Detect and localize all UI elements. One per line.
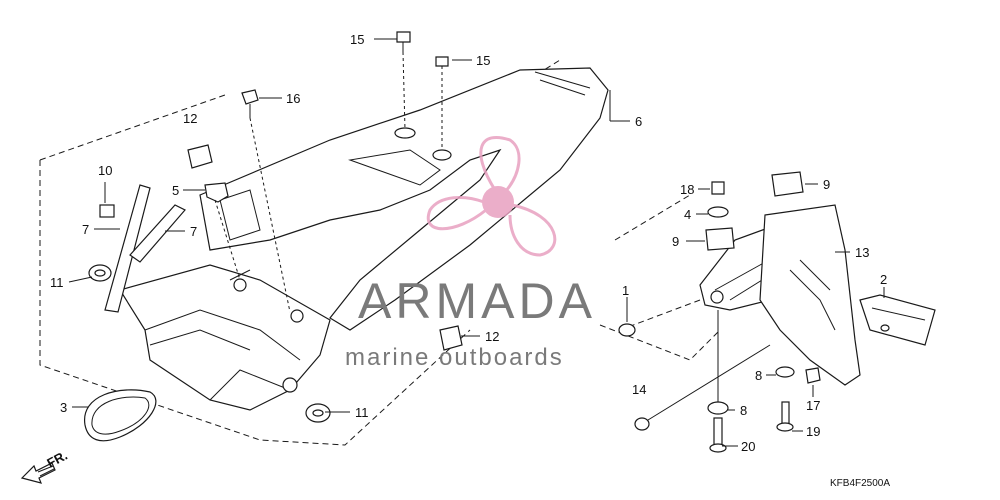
cushion-5 (204, 182, 229, 203)
diagram-code: KFB4F2500A (830, 478, 890, 489)
license-belt (84, 389, 157, 442)
license-belt-inner (91, 396, 150, 435)
cushion-9-top (771, 171, 804, 197)
bolt-20 (709, 417, 727, 453)
callout-17: 17 (806, 398, 820, 413)
bolt-16 (241, 89, 291, 313)
callout-15-right: 15 (476, 53, 490, 68)
watermark-tagline: marine outboards (345, 344, 564, 371)
grommet-left-hole (94, 269, 106, 277)
fender-rear-hole (282, 377, 298, 393)
callout-8-right: 8 (755, 368, 762, 383)
callout-14: 14 (632, 382, 646, 397)
nut-18 (711, 181, 725, 195)
holder-wires (789, 259, 836, 331)
fender-grommet-hole (233, 278, 247, 292)
leader-lines (68, 38, 885, 447)
callout-5: 5 (172, 183, 179, 198)
reflector-hole (880, 324, 890, 332)
grommet-rear-hole (312, 409, 324, 417)
callout-9-top: 9 (823, 177, 830, 192)
fender-bolt-hole (290, 309, 304, 323)
license-plate-holder (759, 204, 861, 386)
collar-1 (618, 323, 636, 337)
nut-clip-12-mid (439, 325, 463, 351)
callout-15-left: 15 (350, 32, 364, 47)
cowl-hole-2 (432, 149, 452, 161)
callout-16: 16 (286, 91, 300, 106)
bracket-group-outline (599, 194, 721, 361)
nut-17 (805, 367, 821, 384)
callout-18: 18 (680, 182, 694, 197)
fender-bracket (219, 189, 261, 281)
callout-7-right: 7 (190, 224, 197, 239)
callout-12-mid: 12 (485, 329, 499, 344)
collar-8-right (775, 366, 795, 378)
rubber-strap-2 (129, 204, 186, 263)
callout-1: 1 (622, 283, 629, 298)
rear-fender (119, 264, 331, 411)
callout-7-left: 7 (82, 222, 89, 237)
callout-12-top: 12 (183, 111, 197, 126)
callout-4: 4 (684, 207, 691, 222)
reflector-line (871, 307, 926, 321)
cowl-opening (348, 149, 441, 186)
callout-6: 6 (635, 114, 642, 129)
callout-10: 10 (98, 163, 112, 178)
callout-20: 20 (741, 439, 755, 454)
rubber-strap (104, 184, 151, 313)
callout-8-left: 8 (740, 403, 747, 418)
cushion-9-mid (705, 227, 735, 251)
bolt-19 (776, 401, 794, 432)
callout-11-left: 11 (50, 275, 64, 290)
screw-14 (634, 344, 771, 431)
reflector (859, 294, 936, 346)
bracket-hole-a (710, 290, 724, 304)
watermark-brand: ARMADA (358, 273, 596, 329)
callout-13: 13 (855, 245, 869, 260)
callout-9-mid: 9 (672, 234, 679, 249)
callout-2: 2 (880, 272, 887, 287)
cowl-hole (394, 127, 416, 139)
armada-logo-icon (426, 135, 557, 257)
callout-3: 3 (60, 400, 67, 415)
seat-cowl (199, 67, 609, 331)
cowl-logo-lines (534, 71, 591, 96)
collar-8-left (707, 401, 729, 415)
screw-15-right (435, 56, 449, 150)
callout-11-rear: 11 (355, 405, 369, 420)
front-direction-arrow-icon (20, 462, 56, 484)
washer-4 (707, 206, 729, 218)
guide-5 (214, 199, 241, 281)
callout-19: 19 (806, 424, 820, 439)
fender-ribs (144, 309, 301, 401)
nut-clip-12-top (187, 144, 213, 169)
strap-clip (99, 204, 115, 218)
